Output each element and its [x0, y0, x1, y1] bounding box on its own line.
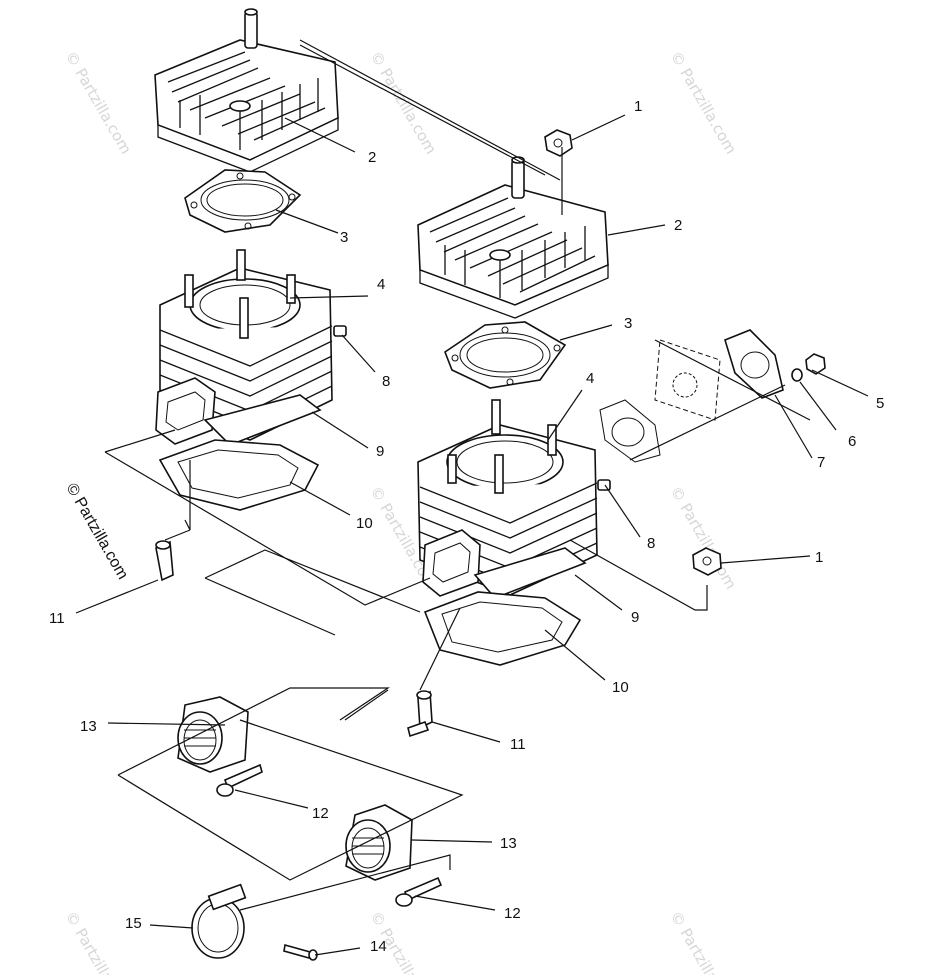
- callout-12-right: 12: [504, 905, 521, 922]
- callout-14: 14: [370, 938, 387, 955]
- cylinder-left: [155, 249, 347, 446]
- clamp-screw: [283, 943, 318, 961]
- cylinder-head-right: [417, 156, 609, 319]
- base-gasket-left: [158, 439, 320, 511]
- callout-9-left: 9: [376, 443, 384, 460]
- base-gasket-right: [423, 591, 582, 666]
- callout-1-right: 1: [815, 549, 823, 566]
- fitting-left: [155, 540, 174, 582]
- clamp: [191, 883, 247, 959]
- callout-8-right: 8: [647, 535, 655, 552]
- leader-lines: [75, 114, 869, 956]
- callout-13-left: 13: [80, 718, 97, 735]
- callout-4-right: 4: [586, 370, 594, 387]
- callout-5: 5: [876, 395, 884, 412]
- screw-right: [395, 876, 443, 907]
- callout-15: 15: [125, 915, 142, 932]
- watermark: © Partzilla.com: [667, 483, 740, 592]
- callout-6: 6: [848, 433, 856, 450]
- callout-2-right: 2: [674, 217, 682, 234]
- watermark: © Partzilla.com: [62, 48, 135, 157]
- callout-7: 7: [817, 454, 825, 471]
- watermark: © Partzilla.com: [667, 908, 740, 975]
- callout-9-right: 9: [631, 609, 639, 626]
- callout-11-left: 11: [49, 610, 65, 627]
- cylinder-head-left: [154, 8, 339, 173]
- callout-12-left: 12: [312, 805, 329, 822]
- head-gasket-left: [184, 169, 302, 233]
- exhaust-gasket-group: [599, 329, 826, 463]
- callout-labels: 1 2 2 3 3 4 4 5 6 7 8 8 9 9 10 10 1 11 1…: [49, 98, 884, 955]
- watermark: © Partzilla.com: [62, 908, 135, 975]
- nut-top: [544, 129, 573, 157]
- intake-boot-right: [345, 804, 413, 881]
- callout-8-left: 8: [382, 373, 390, 390]
- callout-11-right: 11: [510, 736, 526, 753]
- callout-4-left: 4: [377, 276, 385, 293]
- cylinder-right: [417, 399, 611, 599]
- callout-1-top: 1: [634, 98, 642, 115]
- callout-2-left: 2: [368, 149, 376, 166]
- reference-lines: [104, 39, 811, 911]
- head-gasket-right: [444, 321, 567, 389]
- nut-right: [692, 547, 722, 576]
- callout-3-right: 3: [624, 315, 632, 332]
- fitting-right: [407, 690, 433, 738]
- watermark: © Partzilla.com: [667, 48, 740, 157]
- screw-left: [216, 763, 263, 797]
- callout-13-right: 13: [500, 835, 517, 852]
- callout-10-right: 10: [612, 679, 629, 696]
- callout-3-left: 3: [340, 229, 348, 246]
- watermark-side: © Partzilla.com: [63, 481, 132, 583]
- watermark: © Partzilla.com: [367, 48, 440, 157]
- callout-10-left: 10: [356, 515, 373, 532]
- intake-boot-left: [177, 696, 249, 773]
